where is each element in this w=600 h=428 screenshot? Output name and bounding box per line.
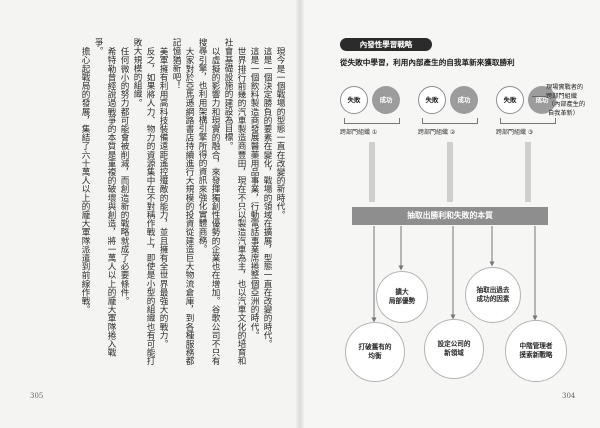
- cluster-bracket: [422, 118, 478, 124]
- paragraph: 這是一個飲料製造商發展醫藥用品事業，行動電話事業席捲整個亞洲的時代。: [249, 46, 259, 339]
- callout-line-3: （內部產生的: [548, 101, 586, 109]
- callout-line-2: 跨部門組織: [546, 92, 577, 100]
- success-circle: 成功: [450, 86, 478, 114]
- cluster-bracket: [344, 118, 400, 124]
- cluster-label: 跨部門組織 ③: [496, 129, 534, 136]
- outcome-line: 成功的因素: [476, 295, 510, 303]
- success-circle: 成功: [528, 86, 556, 114]
- outcome-line: 均衡: [368, 352, 382, 360]
- diagram-title: 內發性學習戰略: [340, 38, 432, 51]
- outcome-bubble: 抽取出過去成功的因素: [465, 267, 521, 323]
- callout-line-1: 現場實戰者的: [546, 84, 584, 91]
- cluster-label: 跨部門組織 ①: [340, 129, 378, 136]
- cluster-label: 跨部門組織 ②: [418, 129, 456, 136]
- diagram-subtitle: 從失敗中學習，利用內部產生的自我革新來獲取勝利: [340, 58, 515, 67]
- paragraph: 大家對於亞馬遜網路書店持續進行大規模的投資從建造巨大物流倉庫，到各種服務都記憶猶…: [171, 38, 194, 365]
- page-number-left: 305: [30, 392, 44, 400]
- outcome-bubble: 擴大局部優勢: [376, 271, 428, 323]
- cluster-bracket: [500, 118, 556, 124]
- outcome-line: 擴大: [395, 288, 409, 296]
- paragraph: 希特勒曾經說過戰爭的本質是重複的破壞與創造，將一萬人以上的龐大軍隊捲入戰爭。: [93, 38, 116, 357]
- outcome-bubble: 打破舊有的均衡: [345, 322, 405, 382]
- fail-circle: 失敗: [496, 86, 524, 114]
- fail-circle: 失敗: [418, 86, 446, 114]
- vertical-body-text: 現今是一個戰場的型態一直在改變的新時代。 這是一個決定勝負的要素在變化，戰場的領…: [80, 38, 286, 368]
- diagram-connectors: [369, 142, 538, 323]
- outcome-line: 摸索新戰略: [519, 351, 553, 359]
- callout-note: 現場實戰者的 跨部門組織 （內部產生的 自我革新）: [546, 84, 600, 118]
- paragraph: 以虛擬的影響力和現實的融合，來發揮獨創性優勢的企業也在增加。谷歌公司不只有搜尋引…: [197, 38, 220, 365]
- callout-line-4: 自我革新）: [548, 109, 579, 117]
- paragraph: 美軍擁有利用高科技裝備遠距遙控殲敵的能力，並且擁有全世界最強大的戰力。: [158, 46, 168, 348]
- book-gutter: [296, 0, 304, 428]
- paragraph: 反之，如果將人力、物力的資源集中在不對稱作戰上，即使是小型的組織也有可能打敗大規…: [132, 38, 155, 365]
- left-page: 現今是一個戰場的型態一直在改變的新時代。 這是一個決定勝負的要素在變化，戰場的領…: [30, 38, 286, 400]
- paragraph: 世界排行前幾的汽車製造商豐田，現在不只以製造汽車為主，也以汽車文化的培育和社會基…: [223, 38, 246, 365]
- paragraph: 現今是一個戰場的型態一直在改變的新時代。: [275, 46, 285, 219]
- paragraph: 任何微小的努力都可能會被削減，而創造新的戰略就成了必要條件。: [119, 46, 129, 305]
- right-page: 內發性學習戰略 從失敗中學習，利用內部產生的自我革新來獲取勝利 失敗 成功 跨部…: [300, 0, 600, 428]
- outcome-line: 設定公司的: [437, 340, 471, 348]
- callout-leader: [532, 96, 546, 97]
- fail-circle: 失敗: [340, 86, 368, 114]
- cluster-1: 失敗 成功 跨部門組織 ①: [340, 86, 404, 136]
- outcome-bubble: 中階管理者摸索新戰略: [505, 320, 567, 382]
- outcome-bubble: 設定公司的新領域: [424, 319, 484, 379]
- outcome-line: 局部優勢: [388, 297, 416, 305]
- outcome-line: 新領域: [444, 349, 464, 357]
- outcome-line: 抽取出過去: [476, 286, 510, 294]
- essence-box: 抽取出勝利和失敗的本質: [352, 207, 548, 225]
- paragraph: 這是一個決定勝負的要素在變化，戰場的領域在擴展，型態一直在改變的時代。: [262, 46, 272, 348]
- outcome-line: 打破舊有的: [358, 343, 392, 351]
- cluster-3: 失敗 成功 跨部門組織 ③: [496, 86, 560, 136]
- paragraph: 擔心起戰局的發展，集結了六十萬人以上的龐大軍隊派遣到前線作戰。: [80, 46, 90, 314]
- outcome-line: 中階管理者: [519, 342, 553, 350]
- cluster-2: 失敗 成功 跨部門組織 ②: [418, 86, 482, 136]
- page-number-right: 304: [562, 392, 576, 400]
- success-circle: 成功: [372, 86, 400, 114]
